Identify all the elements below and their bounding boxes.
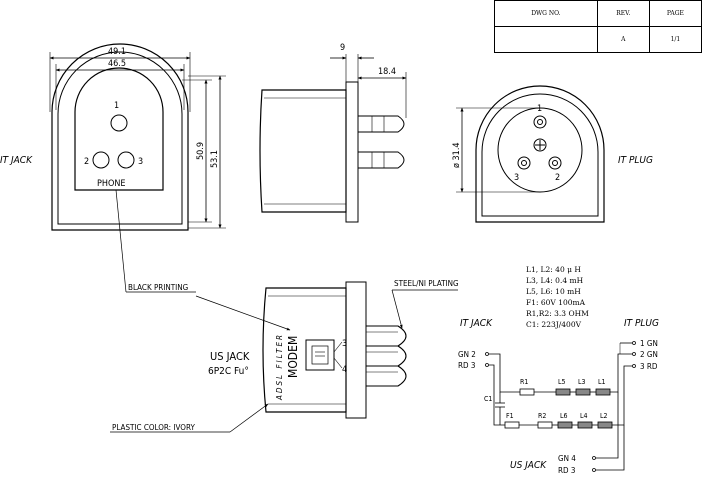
comp-l2: L2 [600,412,608,420]
side-flange [345,81,359,223]
title-value-rev: A [596,26,650,53]
plug-right-label: IT PLUG [618,155,653,166]
dim-outer-width: 49.1 [108,47,126,57]
body-text-filter: ADSL FILTER [275,333,284,401]
spec-line-3: L5, L6: 10 mH [526,287,581,296]
comp-l3: L3 [578,378,586,386]
schem-c1-label: C1 [484,395,492,403]
comp-r2: R2 [538,412,546,420]
left-term-gn2: GN 2 [458,350,476,359]
plug-view: 1 2 3 IT PLUG ø 31.4 [452,85,653,223]
title-value-page: 1/1 [648,26,702,53]
dim-outer-height: 53.1 [210,150,220,168]
plug-center-screw [533,138,547,152]
comp-f1: F1 [506,412,514,420]
plug-pin3 [517,156,531,170]
dim-pin-length: 18.4 [378,67,396,77]
front-pin1-label: 1 [114,101,119,111]
left-term-rd3: RD 3 [458,361,475,370]
front-pin2-hole [92,151,110,169]
side-view: 9 18.4 [259,43,407,223]
comp-l4: L4 [580,412,588,420]
plug-outer-shell [475,85,605,223]
us-term-gn4: GN 4 [558,454,576,463]
body-text-modem: MODEM [286,336,300,378]
spec-line-1: L1, L2: 40 μ H [526,265,581,274]
us-jack-line1: US JACK [210,350,250,363]
callout-color: PLASTIC COLOR: IVORY [112,423,195,432]
bottom-view: 3 4 MODEM ADSL FILTER US JACK 6P2C Fu° B… [110,189,459,433]
dim-inner-height: 50.9 [196,142,206,160]
bottom-pin-upper [366,325,407,347]
dim-inner-width: 46.5 [108,59,126,69]
callout-line-black-printing [115,189,127,293]
right-term-1gn: 1 GN [640,339,658,348]
schem-us-jack-label: US JACK [510,460,547,471]
comp-l5: L5 [558,378,566,386]
bottom-pin-lower [366,365,407,387]
spec-line-2: L3, L4: 0.4 mH [526,276,584,285]
plug-pin1 [533,115,547,129]
bottom-flange [345,281,367,419]
schematic: L1, L2: 40 μ H L3, L4: 0.4 mH L5, L6: 10… [458,265,659,475]
front-pin2-label: 2 [84,157,89,167]
callout-plating: STEEL/NI PLATING [394,279,459,288]
jack-pin4-label: 4 [342,365,347,375]
title-block-value-row: A 1/1 [494,26,702,53]
title-block: DWG NO. REV. PAGE A 1/1 [494,0,702,53]
bottom-body [262,287,347,413]
plug-pin1-label: 1 [537,104,542,114]
plug-pin2-label: 2 [555,173,560,183]
comp-l1: L1 [598,378,606,386]
us-jack-line2: 6P2C Fu° [208,366,249,377]
dim-diameter: ø 31.4 [452,142,462,168]
spec-line-4: F1: 60V 100mA [526,298,586,307]
front-pin1-hole [110,114,128,132]
comp-r1: R1 [520,378,528,386]
right-term-3rd: 3 RD [640,362,658,371]
front-socket-face [74,67,164,191]
dim-flange: 9 [340,43,345,53]
bottom-pin-middle [366,345,407,367]
schem-it-jack-label: IT JACK [460,318,493,329]
plug-inner-shell [481,93,599,217]
title-value-dwg-no [494,26,598,53]
side-body [259,89,347,213]
jack-pin3-label: 3 [342,339,347,349]
comp-l6: L6 [560,412,568,420]
front-left-label: IT JACK [0,155,33,166]
front-socket-label: PHONE [97,179,126,189]
schem-it-plug-label: IT PLUG [624,318,659,329]
front-inner-shell [57,51,183,225]
side-pin-upper [358,115,405,133]
front-pin3-label: 3 [138,157,143,167]
front-pin3-hole [117,151,135,169]
front-view: IT JACK 1 2 3 PHONE 49.1 46.5 50.9 53.1 [0,43,226,231]
side-pin-lower [358,151,405,169]
spec-line-6: C1: 223J/400V [526,320,582,329]
us-term-rd3: RD 3 [558,466,575,475]
right-term-2gn: 2 GN [640,350,658,359]
plug-pin2 [548,156,562,170]
callout-black-printing: BLACK PRINTING [128,283,188,292]
modem-jack [305,339,335,371]
plug-pin3-label: 3 [514,173,519,183]
spec-line-5: R1,R2: 3.3 OHM [526,309,589,318]
front-outer-shell [51,43,189,231]
